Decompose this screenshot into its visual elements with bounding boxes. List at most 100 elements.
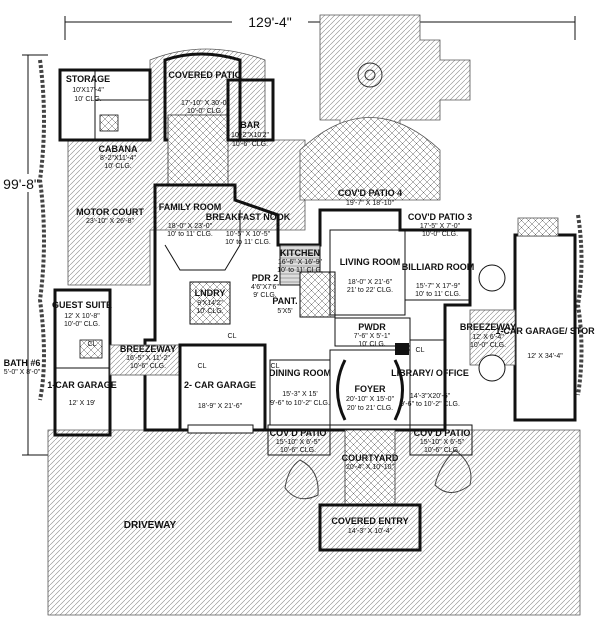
living-room-size: 18'-0" X 21'-6" [348, 279, 393, 286]
family-nook-arc [164, 210, 241, 271]
living-room-clg: 21' to 22' CLG. [347, 287, 393, 294]
breezeway-right-clg: 10'-0" CLG. [470, 342, 506, 349]
foyer-name: FOYER [354, 384, 386, 394]
covd-patio-right-floor [409, 424, 473, 456]
covd-patio-3-size: 17'-5" X 7'-0" [420, 223, 461, 230]
garage-left-size: 12' X 19' [69, 400, 96, 407]
laundry-name: LNDRY [195, 288, 226, 298]
dining-room-clg: 9'-6" to 10'-2" CLG. [270, 400, 330, 407]
guest-garage-left-block [53, 288, 112, 437]
covd-patio-left-floor [267, 424, 331, 456]
width-dimension-label: 129'-4" [248, 14, 291, 30]
covd-patio-4-size: 19'-7" X 18'-10" [346, 200, 395, 207]
covd-patio-4-paving [299, 117, 441, 201]
storage-size: 10'X17'-4" [72, 87, 104, 94]
pwdr-size: 7'-6" X 5'-1" [354, 333, 391, 340]
foyer-clg: 20' to 21' CLG. [347, 405, 393, 412]
bar-room [226, 78, 275, 142]
breakfast-nook-clg: 10' to 11' CLG. [225, 239, 271, 246]
right-hedge [575, 214, 584, 396]
family-room-clg: 10' to 11' CLG. [167, 231, 213, 238]
garage-left-name: 1-CAR GARAGE [47, 380, 117, 390]
covered-patio-clg: 10'-0" CLG. [187, 108, 223, 115]
breezeway-right-size: 12' X 6'-4" [472, 334, 504, 341]
kitchen-size: 16'-6" X 16'-9" [278, 259, 323, 266]
laundry-clg: 10' CLG. [196, 308, 223, 315]
covd-patio-right-clg: 10'-6" CLG. [424, 447, 460, 454]
covered-patio-walkway [167, 114, 229, 186]
dining-room-name: DINING ROOM [269, 368, 331, 378]
billiard-room-walls [404, 229, 471, 301]
breezeway-left-size: 16'-5" X 11'-2" [126, 355, 170, 362]
driveway-name: DRIVEWAY [124, 520, 177, 531]
covd-patio-left-size: 15'-10" X 6'-5" [276, 439, 321, 446]
kitchen-name: KITCHEN [280, 248, 320, 258]
covd-patio-left-name: COV'D PATIO [270, 428, 327, 438]
storage-cabana-block [58, 68, 152, 142]
dining-room-size: 15'-3" X 15' [282, 391, 318, 398]
breakfast-nook-name: BREAKFAST NOOK [206, 212, 291, 222]
pwdr-clg: 10' CLG. [358, 341, 385, 348]
library-clg: 9'-6" to 10'-2" CLG. [400, 401, 460, 408]
covered-entry-size: 14'-3" X 10'-4" [348, 528, 393, 535]
family-room-size: 18'-0" X 23'-0" [168, 223, 213, 230]
covd-patio-4-name: COV'D PATIO 4 [338, 188, 402, 198]
courtyard-name: COURTYARD [342, 453, 399, 463]
covered-patio-size: 17'-10" X 30'-0" [181, 100, 230, 107]
breezeway-right-name: BREEZEWAY [460, 322, 516, 332]
living-room-walls [329, 229, 406, 316]
courtyard-palm-right-icon [434, 449, 472, 493]
courtyard-size: 20'-4" X 10'-10" [346, 464, 395, 471]
pool-deck [319, 14, 471, 136]
kitchen-clg: 10' to 11' CLG. [277, 267, 323, 274]
cabana-shower-icon [99, 114, 119, 132]
covered-patio-shell [163, 52, 242, 142]
pantry-tile [299, 271, 336, 318]
cl-tag-dining: CL [271, 363, 280, 370]
garage-right-size: 12' X 34'-4" [527, 353, 563, 360]
right-terrace-tile [517, 217, 559, 237]
family-room-name: FAMILY ROOM [159, 202, 222, 212]
two-car-garage-name: 2- CAR GARAGE [184, 380, 256, 390]
depth-dimension-label: 99'-8" [3, 176, 39, 192]
foyer-stair-left [336, 359, 347, 421]
bar-clg: 10'-6" CLG. [232, 141, 268, 148]
garage-right-name: 1-CAR GARAGE/ STOR [495, 326, 595, 336]
guest-suite-clg: 10'-0" CLG. [64, 321, 100, 328]
billiard-room-name: BILLIARD ROOM [402, 262, 475, 272]
two-car-garage-door [187, 424, 254, 434]
laundry-floor [189, 281, 231, 325]
cabana-size: 8'-2"X11'-4" [100, 155, 136, 162]
storage-name: STORAGE [66, 74, 110, 84]
billiard-room-size: 15'-7" X 17'-9" [416, 283, 461, 290]
covered-entry-walls [318, 503, 422, 552]
main-house-outline [143, 183, 472, 432]
storage-clg: 10' CLG. [74, 96, 101, 103]
library-name: LIBRARY/ OFFICE [391, 368, 469, 378]
pwdr-walls [334, 317, 411, 347]
foyer-stair-right [393, 359, 404, 421]
pdr2-size: 4'6"X7'6" [251, 284, 279, 291]
covered-patio-name: COVERED PATIO [168, 70, 241, 80]
bath-6-tile [79, 339, 103, 359]
pwdr-name: PWDR [358, 322, 386, 332]
left-hedge [37, 59, 46, 401]
pdr2-name: PDR 2 [252, 273, 279, 283]
breezeway-left-name: BREEZEWAY [120, 344, 176, 354]
cl-tag-library: CL [416, 347, 425, 354]
bath6-size: 5'-0" X 8'-0" [4, 369, 41, 376]
cl-tag-guest: CL [88, 341, 97, 348]
billiard-room-clg: 10' to 11' CLG. [415, 291, 461, 298]
living-room-name: LIVING ROOM [340, 257, 401, 267]
cabana-name: CABANA [99, 144, 138, 154]
pwdr-fixture-icon [395, 343, 409, 355]
cl-tag-garage: CL [198, 363, 207, 370]
two-car-garage-size: 18'-9" X 21'-6" [198, 403, 243, 410]
covd-patio-3-name: COV'D PATIO 3 [408, 212, 472, 222]
bar-name: BAR [240, 120, 260, 130]
round-planter-icon [478, 354, 506, 382]
laundry-size: 9'X14'2" [197, 300, 223, 307]
bar-size: 10'-2"X10'2" [231, 132, 270, 139]
